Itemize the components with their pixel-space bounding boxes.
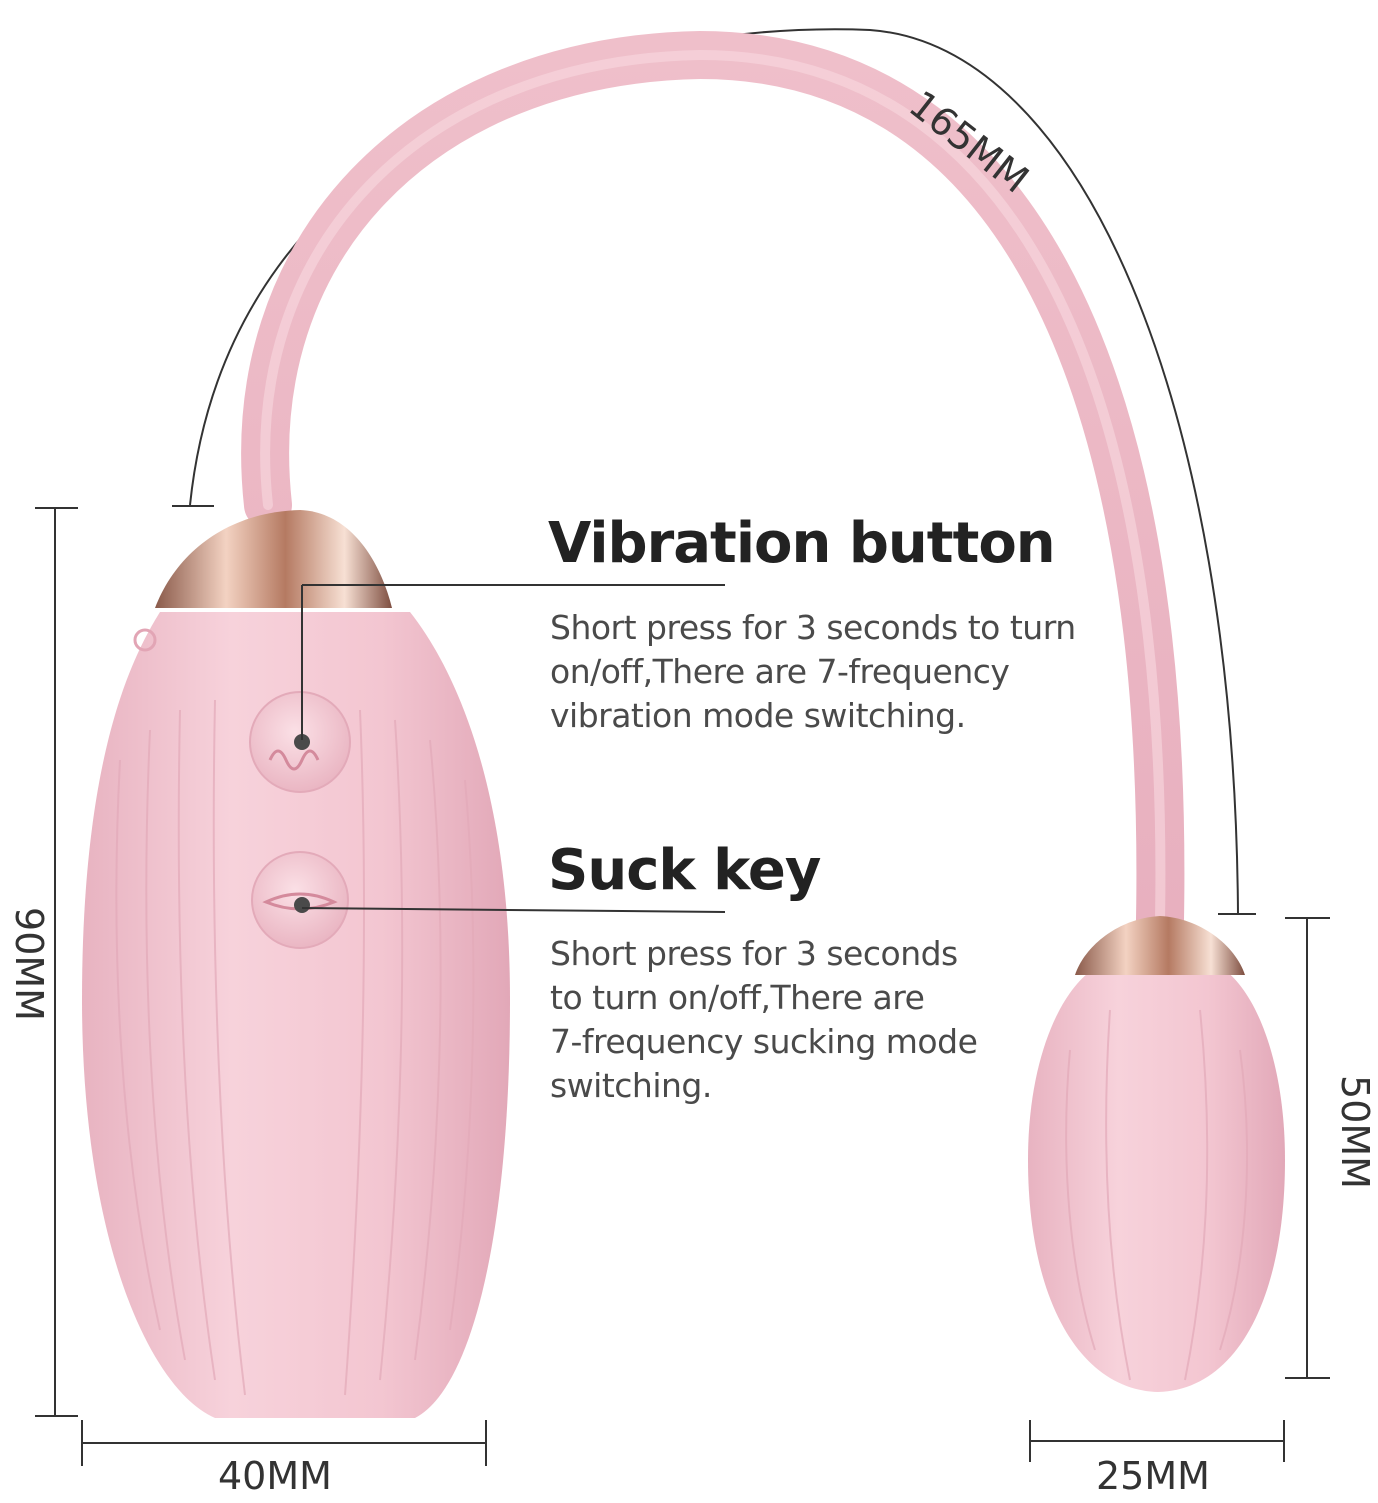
vibration-desc-line: Short press for 3 seconds to turn <box>550 608 1076 647</box>
egg-cap <box>1075 916 1245 975</box>
vibration-wave-icon <box>268 749 320 771</box>
vibration-button-title: Vibration button <box>548 511 1056 576</box>
main-unit <box>82 510 510 1418</box>
egg-width-dimension <box>1029 1420 1285 1462</box>
suck-desc-line: switching. <box>550 1066 712 1105</box>
vibration-desc-line: on/off,There are 7-frequency <box>550 652 1010 691</box>
suck-lips-icon <box>262 892 338 911</box>
suck-desc-line: Short press for 3 seconds <box>550 934 958 973</box>
main-cap <box>155 510 392 608</box>
egg-height-label: 50MM <box>1332 1075 1377 1189</box>
power-indicator <box>133 628 157 652</box>
suck-desc-line: to turn on/off,There are <box>550 978 925 1017</box>
egg-unit <box>1028 916 1285 1392</box>
main-width-label: 40MM <box>218 1454 332 1498</box>
suck-key-title: Suck key <box>548 838 821 903</box>
suck-callout-line <box>301 907 726 913</box>
egg-width-label: 25MM <box>1096 1454 1210 1498</box>
egg-height-dimension <box>1285 917 1330 1379</box>
main-width-dimension <box>81 1420 487 1466</box>
main-height-dimension <box>35 507 78 1417</box>
vibration-callout-line <box>301 584 725 740</box>
vibration-desc-line: vibration mode switching. <box>550 696 966 735</box>
main-height-label: 90MM <box>6 907 51 1021</box>
main-body <box>82 612 510 1418</box>
suck-key-description: Short press for 3 seconds to turn on/off… <box>550 932 1010 1108</box>
vibration-button-description: Short press for 3 seconds to turn on/off… <box>550 606 1110 738</box>
suck-desc-line: 7-frequency sucking mode <box>550 1022 978 1061</box>
egg-body <box>1028 968 1285 1392</box>
